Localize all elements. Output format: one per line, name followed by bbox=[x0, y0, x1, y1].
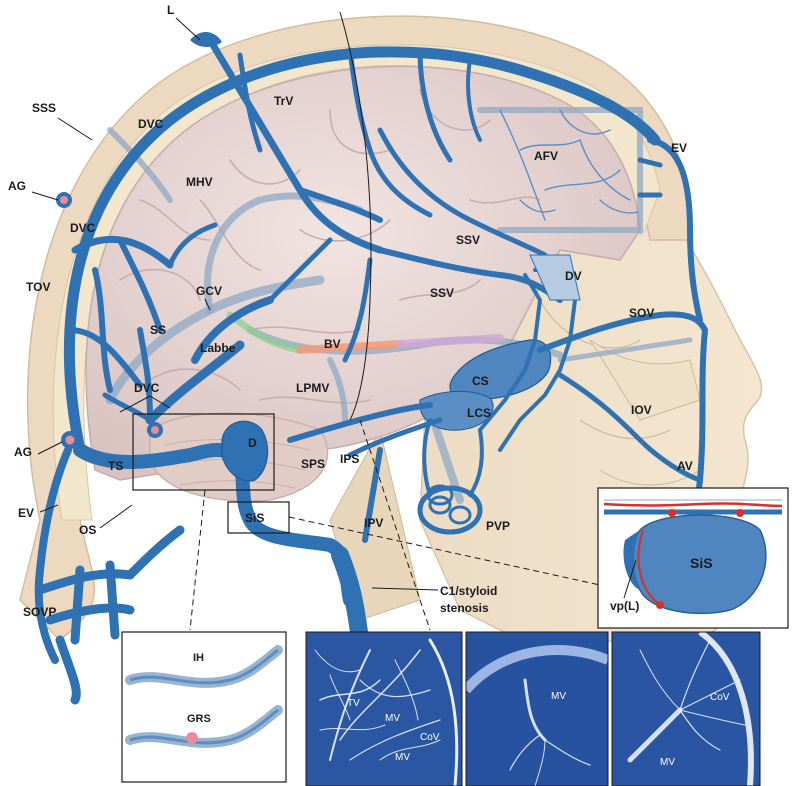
label-MHV: MHV bbox=[186, 175, 213, 189]
label-EV-right: EV bbox=[671, 141, 687, 155]
label-SiS-callout: SiS bbox=[245, 511, 264, 525]
inset-label-IH: IH bbox=[193, 652, 204, 664]
label-group: L SSS AG DVC TrV MHV AFV EV DVC TOV GCV … bbox=[8, 3, 693, 619]
section-line bbox=[339, 11, 372, 421]
label-GCV: GCV bbox=[196, 284, 222, 298]
pink-granulation-icon bbox=[65, 435, 75, 445]
label-TS: TS bbox=[108, 459, 123, 473]
label-LPMV: LPMV bbox=[296, 381, 329, 395]
diploic-vein-box bbox=[529, 254, 581, 301]
angio3-label-CoV: CoV bbox=[710, 692, 730, 703]
label-AG-low: AG bbox=[14, 445, 32, 459]
angiogram-panel-1 bbox=[306, 632, 462, 786]
label-SSV-upper: SSV bbox=[456, 233, 480, 247]
label-DV: DV bbox=[565, 269, 582, 283]
inset-label-GRS: GRS bbox=[187, 713, 211, 725]
label-LCS: LCS bbox=[467, 406, 491, 420]
label-IPV: IPV bbox=[364, 516, 383, 530]
angio1-label-CoV: CoV bbox=[420, 732, 440, 743]
inset-label-vpL: vp(L) bbox=[610, 599, 639, 613]
label-stenosis-1: C1/styloid bbox=[440, 584, 497, 598]
dashed-lead-to-inset-left bbox=[189, 489, 206, 631]
label-SOVP: SOVP bbox=[23, 605, 56, 619]
callout-box-granulation bbox=[132, 413, 275, 491]
label-AV: AV bbox=[677, 459, 693, 473]
D-structure bbox=[221, 420, 269, 482]
label-TOV: TOV bbox=[26, 280, 50, 294]
label-Labbe: Labbe bbox=[200, 341, 236, 355]
label-EV-left: EV bbox=[18, 506, 34, 520]
cortical-veins bbox=[34, 36, 708, 664]
label-DVC-low: DVC bbox=[134, 381, 160, 395]
label-OS: OS bbox=[79, 523, 96, 537]
label-SS: SS bbox=[150, 323, 166, 337]
dashed-lead-to-inset bbox=[288, 516, 601, 586]
inset-granulation: IH GRS bbox=[121, 631, 287, 783]
label-PVP: PVP bbox=[486, 519, 510, 533]
suboccipital-venous-plexus bbox=[35, 525, 185, 705]
inset-sis-section: SiS vp(L) bbox=[597, 487, 789, 629]
label-BV: BV bbox=[324, 337, 341, 351]
angio1-label-TV: TV bbox=[347, 698, 360, 709]
label-SSV-lower: SSV bbox=[430, 286, 454, 300]
angio1-label-MV-1: MV bbox=[385, 713, 400, 724]
label-D: D bbox=[248, 436, 257, 450]
label-stenosis-2: stenosis bbox=[440, 601, 489, 615]
label-DVC-top: DVC bbox=[138, 117, 164, 131]
lacuna bbox=[190, 31, 222, 47]
label-L: L bbox=[167, 3, 174, 17]
angio2-label-MV: MV bbox=[551, 691, 566, 702]
arachnoid-granulations bbox=[56, 31, 222, 449]
angio3-label-MV: MV bbox=[660, 757, 675, 768]
label-CS: CS bbox=[472, 374, 489, 388]
label-SPS: SPS bbox=[301, 457, 325, 471]
label-AG-top: AG bbox=[8, 179, 26, 193]
pink-granulation-icon bbox=[186, 732, 198, 744]
anterior-frontal-veins bbox=[499, 109, 639, 221]
label-SSS: SSS bbox=[32, 101, 56, 115]
angio1-label-MV-2: MV bbox=[395, 752, 410, 763]
artery-line bbox=[603, 502, 783, 508]
pink-granulation-icon bbox=[151, 426, 159, 434]
label-AFV: AFV bbox=[534, 149, 558, 163]
inset-label-SiS: SiS bbox=[690, 555, 713, 571]
angiogram-panel-2 bbox=[466, 632, 608, 786]
dashed-lead-to-angio bbox=[359, 419, 431, 631]
label-IPS: IPS bbox=[340, 452, 359, 466]
label-TrV: TrV bbox=[274, 94, 293, 108]
label-SOV: SOV bbox=[629, 306, 654, 320]
pink-granulation-icon bbox=[60, 196, 68, 204]
angiogram-panel-3 bbox=[612, 632, 760, 786]
label-DVC-mid: DVC bbox=[70, 221, 96, 235]
label-IOV: IOV bbox=[631, 403, 652, 417]
